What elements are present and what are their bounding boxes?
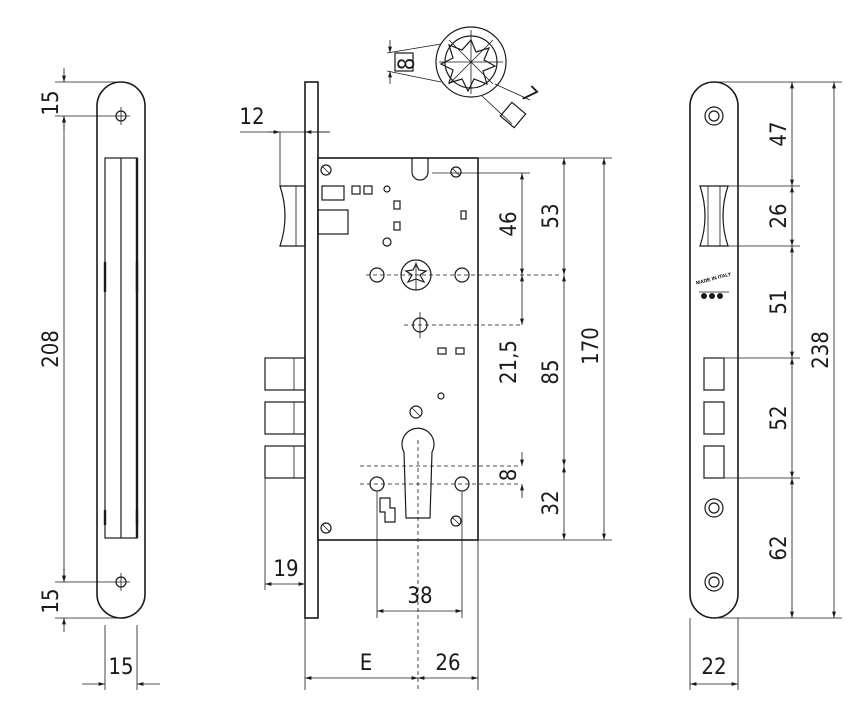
- dim-case-depth: 26: [435, 651, 460, 676]
- center-lock-view: 8 7 12 46 53 21,5 85 170 8: [239, 26, 612, 690]
- dim-21-5: 21,5: [497, 340, 522, 384]
- dim-85: 85: [539, 359, 564, 384]
- dim-170: 170: [579, 327, 604, 365]
- lock-case: [317, 157, 479, 541]
- dim-left-top: 15: [39, 90, 64, 115]
- dim-238: 238: [809, 331, 834, 369]
- dim-8: 8: [497, 469, 522, 482]
- bolt-opening-2: [703, 401, 725, 435]
- dim-53: 53: [539, 203, 564, 228]
- faceplate-front-outline: [689, 81, 739, 619]
- spindle-detail: 8 7: [386, 26, 542, 129]
- svg-text:7: 7: [515, 82, 542, 109]
- dim-forend-thickness: 12: [239, 105, 264, 130]
- dim-46: 46: [497, 211, 522, 236]
- dim-47: 47: [767, 121, 792, 146]
- deadbolt-2: [264, 401, 306, 435]
- dim-32: 32: [539, 490, 564, 515]
- deadbolt-3: [264, 445, 306, 479]
- bolt-opening-1: [703, 357, 725, 391]
- dim-bolt-throw: 19: [273, 557, 298, 582]
- dim-left-height: 208: [39, 330, 64, 368]
- dim-backset: E: [360, 651, 373, 676]
- latch-bolt: [279, 185, 306, 247]
- dim-51: 51: [767, 289, 792, 314]
- bolt-opening-3: [703, 445, 725, 479]
- dim-right-width: 22: [701, 655, 726, 680]
- forend-plate: [304, 81, 319, 619]
- cylinder-cutout: [401, 427, 435, 519]
- dim-26-right: 26: [767, 203, 792, 228]
- left-faceplate-view: 15 208 15 15: [39, 68, 160, 690]
- right-faceplate-view: MADE IN ITALY 47 26 51 52 62 238 22: [689, 81, 842, 690]
- dim-left-width: 15: [108, 655, 133, 680]
- svg-text:8: 8: [395, 58, 420, 71]
- dim-left-bottom: 15: [39, 588, 64, 613]
- dim-62: 62: [767, 535, 792, 560]
- dim-38: 38: [407, 584, 432, 609]
- dim-52: 52: [767, 405, 792, 430]
- deadbolt-1: [264, 357, 306, 391]
